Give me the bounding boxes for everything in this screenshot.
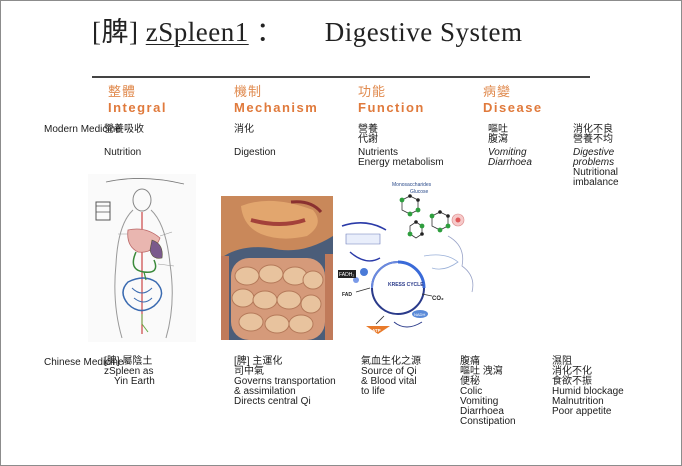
fad-label: FAD: [342, 292, 352, 298]
monosaccharides-label: Monosaccharides: [392, 182, 432, 188]
column-header-en: Disease: [483, 100, 543, 115]
title-part-colon: ：: [255, 17, 284, 47]
slide-title: [脾] zSpleen1 ： Digestive System: [92, 10, 522, 49]
chinese-integral-cell: [脾] 屬陰土 zSpleen as Yin Earth: [104, 356, 155, 387]
chinese-mechanism-cell: [脾] 主運化 司中氣 Governs transportation & ass…: [234, 356, 336, 407]
title-rule: [92, 76, 590, 78]
column-header-en: Mechanism: [234, 100, 319, 115]
modern-disease-cell-2: 消化不良 營養不均 Digestive problems Nutritional…: [573, 124, 619, 188]
anatomy-sketch-image: [88, 174, 196, 342]
column-header-disease: 病變 Disease: [483, 84, 543, 116]
modern-integral-cell: 營養吸收 Nutrition: [104, 124, 144, 158]
chinese-function-cell: 氣血生化之源 Source of Qi & Blood vital to lif…: [361, 356, 421, 397]
chinese-disease-cell: 腹痛 嘔吐 洩瀉 便秘 Colic Vomiting Diarrhoea Con…: [460, 356, 516, 427]
column-header-integral: 整體 Integral: [108, 84, 167, 116]
krebs-cycle-label: KRESS CYCLE: [388, 282, 424, 288]
column-header-mechanism: 機制 Mechanism: [234, 84, 318, 116]
intestines-image: [221, 196, 333, 340]
modern-disease-cell: 嘔吐 腹瀉 Vomiting Diarrhoea: [488, 124, 532, 168]
row-label-chinese: Chinese Medicine: [44, 357, 124, 368]
krebs-cycle-image: Monosaccharides Glucose KRESS CYCLE FADH…: [336, 176, 486, 342]
chinese-disease-cell-2: 濕阻 消化不化 食欲不振 Humid blockage Malnutrition…: [552, 356, 624, 417]
nadh-label: NADH: [414, 312, 425, 317]
glucose-label: Glucose: [410, 189, 429, 195]
column-header-en: Integral: [108, 100, 167, 115]
column-header-zh: 整體: [108, 84, 137, 99]
modern-function-cell: 營養 代謝 Nutrients Energy metabolism: [358, 124, 444, 168]
row-label-modern: Modern Medicine: [44, 124, 121, 135]
column-header-zh: 病變: [483, 84, 512, 99]
title-part-spleen: zSpleen1: [145, 17, 249, 47]
column-header-function: 功能 Function: [358, 84, 425, 116]
column-header-en: Function: [358, 100, 425, 115]
column-header-zh: 功能: [358, 84, 387, 99]
atp-label: ATP: [372, 328, 381, 333]
fadh-label: FADH₂: [339, 272, 354, 278]
co2-label: CO₂: [432, 296, 444, 302]
title-part-digestive: Digestive System: [324, 17, 523, 47]
modern-mechanism-cell: 消化 Digestion: [234, 124, 276, 158]
title-part-zh: [脾]: [92, 17, 139, 47]
column-header-zh: 機制: [234, 84, 263, 99]
